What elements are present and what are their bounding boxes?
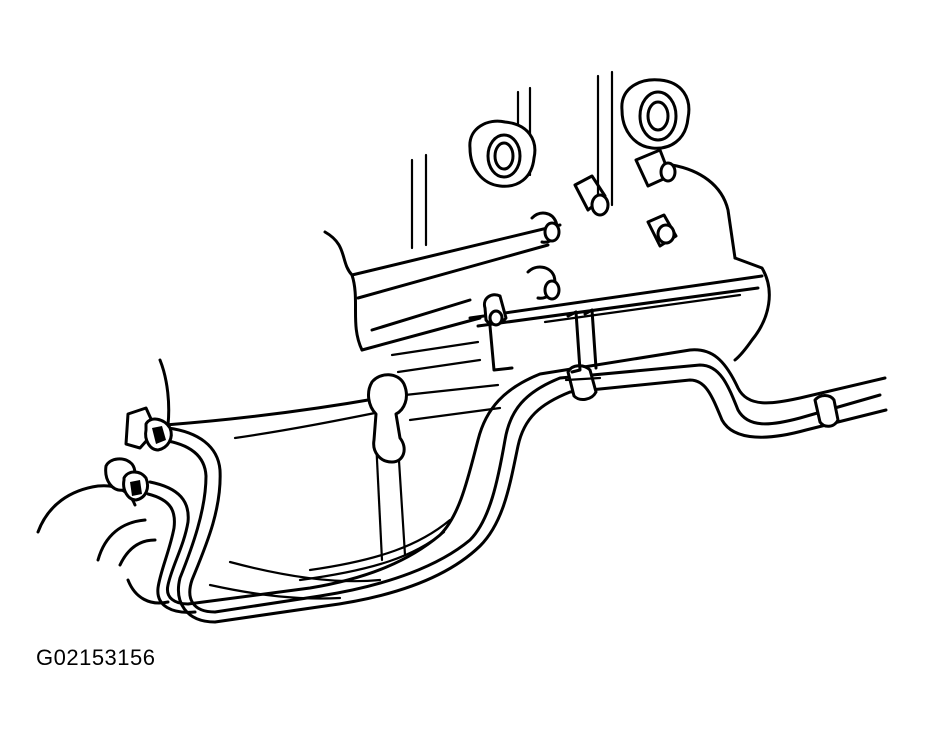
bolt-boss-5 (526, 265, 561, 301)
case-left-skirt (158, 358, 171, 427)
cooler-line-short-b (298, 530, 446, 582)
case-center-drop-2 (396, 443, 407, 557)
bracket-pan (566, 308, 598, 374)
case-top-rail-outer (350, 223, 562, 277)
cooler-lines (146, 348, 888, 624)
case-web-3 (403, 383, 500, 397)
cooler-line-outer-b (160, 378, 888, 624)
pump-housing (36, 484, 170, 605)
figure-id-label: G02153156 (36, 645, 156, 670)
case-web-4 (408, 406, 502, 422)
fitting-upper (124, 406, 173, 452)
bolt-boss-4 (530, 211, 561, 244)
pump-lower (126, 578, 170, 605)
pump-arc-mid (96, 518, 147, 562)
case-right-pan (733, 256, 771, 362)
case-right-top (670, 163, 737, 260)
bolt-boss-2 (634, 148, 677, 188)
case-pan-rim-1 (468, 274, 764, 320)
line-clamps (482, 293, 840, 428)
case-top-rail-inner (356, 243, 550, 300)
fitting-lower (104, 457, 150, 502)
bolt-boss-3 (646, 213, 678, 248)
mounting-bosses (468, 78, 691, 301)
cooler-line-inner (148, 348, 887, 606)
mount-boss-left (468, 119, 537, 188)
pump-arc-inner (118, 538, 157, 567)
case-pan-rim-2 (476, 286, 760, 328)
transmission-case (158, 70, 771, 600)
support-strap (367, 373, 408, 464)
pump-arc-outer (36, 484, 137, 534)
cooler-line-outer (166, 363, 882, 614)
case-center-drop (374, 438, 384, 562)
case-web-1 (390, 340, 480, 357)
case-front-curve-2 (233, 410, 382, 440)
cooler-line-inner-b (146, 492, 197, 614)
bracket-upper (482, 293, 514, 372)
line-clamp-center (564, 364, 602, 401)
case-web-2 (396, 358, 482, 374)
case-left-edge (323, 230, 364, 352)
case-front-curve (163, 396, 382, 427)
mount-boss-right (620, 78, 691, 150)
line-clamp-right (813, 394, 840, 428)
line-fittings (104, 406, 173, 502)
case-lower-rail (360, 316, 482, 352)
case-lower-rail-2 (370, 298, 472, 332)
case-bottom-2 (208, 583, 342, 600)
cooler-line-short (308, 518, 452, 572)
bolt-boss-1 (573, 174, 610, 217)
case-pan-rim-3 (543, 293, 742, 324)
